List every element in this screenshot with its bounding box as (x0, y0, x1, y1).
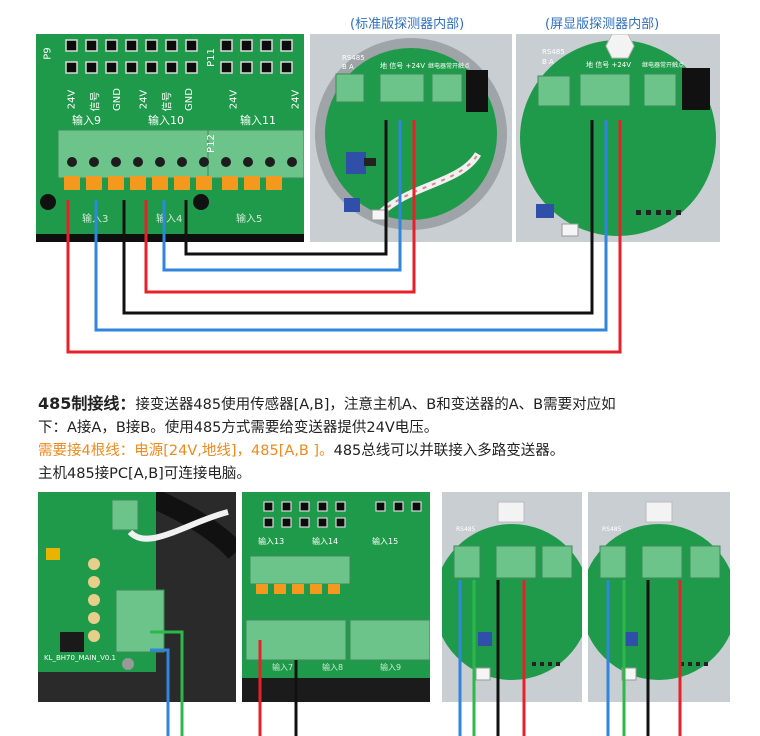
label-gnd-a: GND (111, 88, 123, 111)
label-input-8: 输入8 (322, 663, 344, 672)
main-board-photo: KL_BH70_MAIN_V0.1 (38, 492, 236, 702)
label-24v-a: 24V (66, 89, 78, 110)
disp-ba: B A (542, 58, 554, 66)
std-pins: 地 信号 +24V (380, 62, 426, 70)
std-ba: B A (342, 63, 354, 71)
label-input-11: 输入11 (240, 114, 276, 127)
label-p11: P11 (205, 48, 217, 67)
label-input-14: 输入14 (312, 537, 339, 546)
label-gnd-b: GND (183, 88, 195, 111)
label-input-7: 输入7 (272, 663, 294, 672)
disp-relay: 继电器常开触点 (642, 62, 685, 69)
standard-detector-photo: RS485 B A 地 信号 +24V 继电器常开触点 (310, 34, 512, 242)
caption-standard: (标准版探测器内部) (350, 17, 465, 32)
label-input-9: 输入9 (72, 114, 101, 127)
wiring-description: 485制接线：接变送器485使用传感器[A,B]，注意主机A、B和变送器的A、B… (38, 392, 728, 486)
text-line-1: 485制接线：接变送器485使用传感器[A,B]，注意主机A、B和变送器的A、B… (38, 394, 616, 413)
label-input-9b: 输入9 (380, 663, 402, 672)
detector-a-photo: RS485 (442, 492, 582, 702)
terminal-board-art (242, 492, 430, 702)
display-detector-photo: RS485 B A 地 信号 +24V 继电器常开触点 (516, 34, 720, 242)
detector-b-photo: RS485 (588, 492, 730, 702)
text-line-3: 需要接4根线：电源[24V,地线]，485[A,B ]。485总线可以并联接入多… (38, 443, 565, 459)
label-input-13: 输入13 (258, 537, 285, 546)
std-relay: 继电器常开触点 (428, 63, 471, 70)
label-signal-b: 信号 (162, 91, 174, 112)
four-wire-note: 需要接4根线：电源[24V,地线]，485[A,B ]。 (38, 443, 334, 459)
disp-rs485: RS485 (542, 48, 565, 56)
controller-board-photo: P9 P11 P12 24V 信号 GND 24V 信号 GND 24V 24V… (36, 34, 304, 242)
main-board-label: KL_BH70_MAIN_V0.1 (44, 654, 117, 662)
disp-pins: 地 信号 +24V (586, 61, 632, 69)
detector-b-rs485: RS485 (602, 526, 622, 533)
terminal-board-photo: 输入13 输入14 输入15 输入7 输入8 输入9 (242, 492, 430, 702)
label-input-10: 输入10 (148, 114, 184, 127)
detector-b-art (588, 492, 730, 702)
caption-display: (屏显版探测器内部) (545, 17, 660, 32)
heading-485: 485制接线： (38, 394, 136, 413)
text-line-4: 主机485接PC[A,B]可连接电脑。 (38, 466, 251, 482)
label-p9: P9 (42, 47, 54, 60)
std-rs485: RS485 (342, 54, 365, 62)
detector-a-art (442, 492, 582, 702)
detector-a-rs485: RS485 (456, 526, 476, 533)
label-p12: P12 (205, 134, 217, 153)
label-24v-c: 24V (228, 89, 240, 110)
text-line-2: 下：A接A，B接B。使用485方式需要给变送器提供24V电压。 (38, 420, 439, 436)
label-signal-a: 信号 (90, 91, 102, 112)
main-board-art (38, 492, 236, 702)
label-24v-b: 24V (138, 89, 150, 110)
label-input-5: 输入5 (236, 214, 263, 225)
label-input-3: 输入3 (82, 214, 109, 225)
label-input-4: 输入4 (156, 214, 183, 225)
label-24v-d: 24V (290, 89, 302, 110)
label-input-15: 输入15 (372, 537, 399, 546)
